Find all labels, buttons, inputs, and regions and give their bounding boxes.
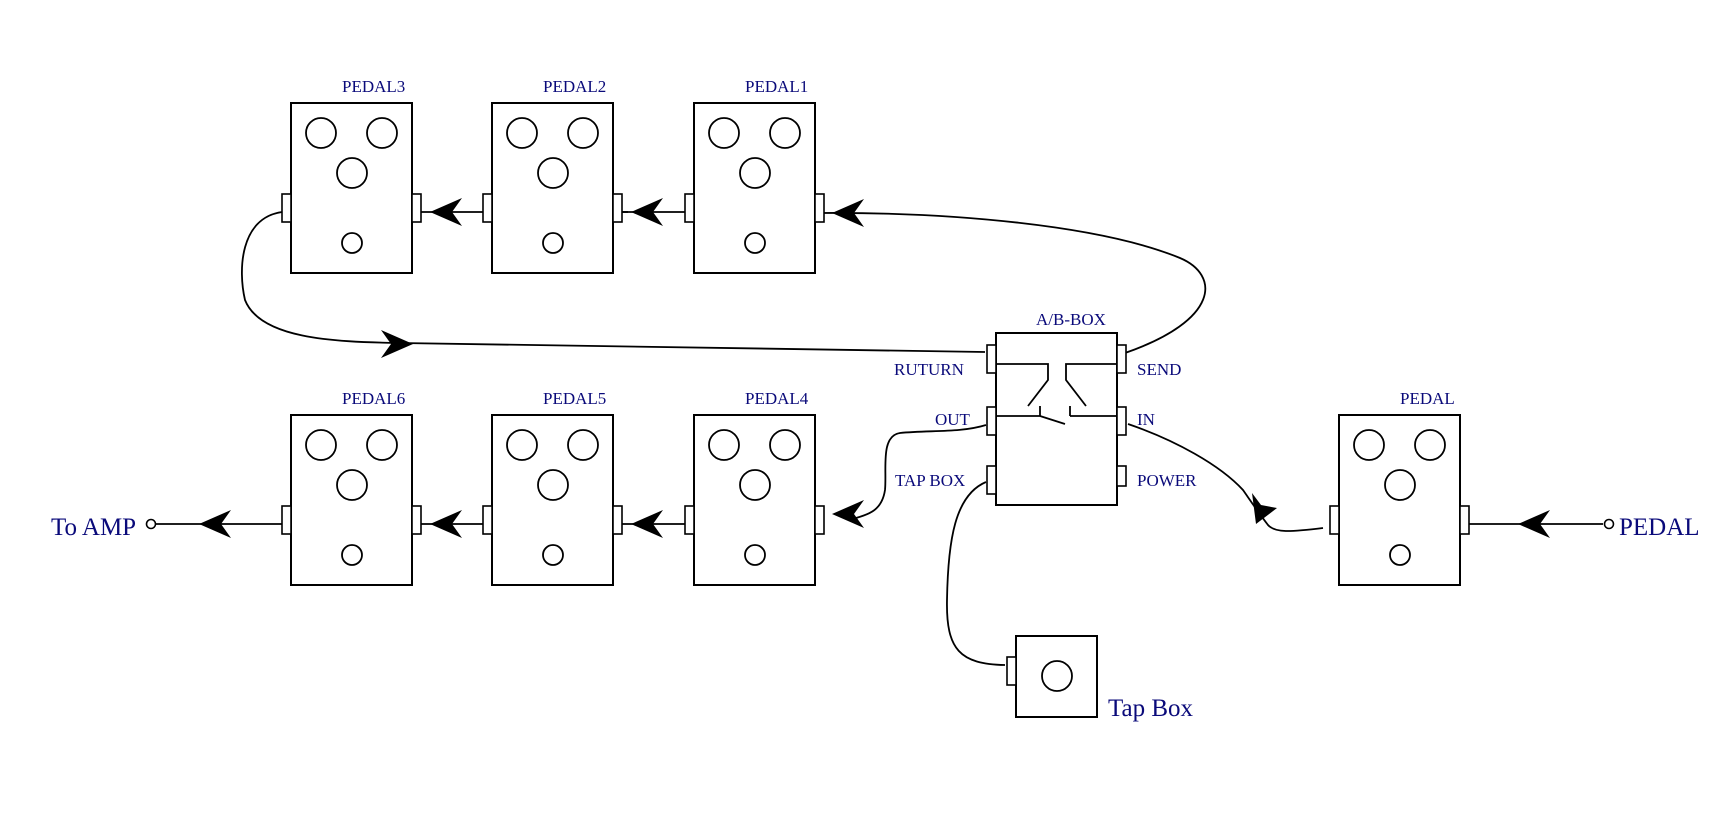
pedal3-knob-right	[366, 117, 398, 149]
input-pedal-output-jack	[1329, 505, 1340, 535]
wire-pedal3-to-return	[241, 211, 986, 353]
arrow-into-input-pedal	[1518, 510, 1550, 538]
tap-box-jack	[1006, 656, 1017, 686]
pedal6: PEDAL6	[281, 389, 422, 586]
tap-box-footswitch	[1041, 660, 1073, 692]
pedal1-knob-center	[739, 157, 771, 189]
pedal3: PEDAL3	[281, 77, 422, 274]
pedal4-output-jack	[684, 505, 695, 535]
input-pedal-knob-right	[1414, 429, 1446, 461]
pedal5-knob-center	[537, 469, 569, 501]
pedal5: PEDAL5	[482, 389, 623, 586]
arrow-into-pedal6	[430, 510, 462, 538]
ab-box-out-jack	[986, 406, 997, 436]
pedal4-led	[744, 544, 766, 566]
pedal2-output-jack	[482, 193, 493, 223]
pedal1-input-jack	[814, 193, 825, 223]
ab-box-body	[995, 332, 1118, 506]
pedal5-output-jack	[482, 505, 493, 535]
pedal2: PEDAL2	[482, 77, 623, 274]
wire-send-to-pedal1	[819, 212, 1206, 354]
ab-box-tapbox-label: TAP BOX	[895, 471, 965, 490]
tap-box-label: Tap Box	[1108, 695, 1194, 722]
ab-box-in-label: IN	[1137, 410, 1155, 429]
ab-box-power-jack	[1116, 465, 1127, 487]
input-pedal-label: PEDAL	[1400, 389, 1455, 408]
pedal1: PEDAL1	[684, 77, 825, 274]
input-pedal: PEDAL	[1329, 389, 1470, 586]
pedal5-knob-right	[567, 429, 599, 461]
arrow-into-pedal1	[832, 199, 864, 227]
ab-box-switch-symbol	[996, 363, 1117, 425]
wire-tapbox-cable	[946, 481, 1006, 666]
pedal1-output-jack	[684, 193, 695, 223]
ab-box-send-label: SEND	[1137, 360, 1181, 379]
pedal6-knob-right	[366, 429, 398, 461]
wire-pedal-to-in	[1127, 423, 1324, 532]
pedal5-knob-left	[506, 429, 538, 461]
pedal4: PEDAL4	[684, 389, 825, 586]
pedal3-knob-center	[336, 157, 368, 189]
pedal4-knob-left	[708, 429, 740, 461]
arrow-into-pedal2	[631, 198, 663, 226]
pedal6-output-jack	[281, 505, 292, 535]
arrow-into-pedal4	[832, 500, 864, 528]
pedal3-label: PEDAL3	[342, 77, 405, 96]
ab-box-return-jack	[986, 344, 997, 374]
pedal2-knob-center	[537, 157, 569, 189]
pedal5-led	[542, 544, 564, 566]
pedal1-label: PEDAL1	[745, 77, 808, 96]
input-label: PEDAL	[1619, 514, 1700, 541]
arrow-to-amp	[199, 510, 231, 538]
pedal2-knob-right	[567, 117, 599, 149]
pedal3-input-jack	[411, 193, 422, 223]
pedal6-label: PEDAL6	[342, 389, 405, 408]
ab-box-return-label: RUTURN	[894, 360, 964, 379]
pedal6-led	[341, 544, 363, 566]
tap-box: Tap Box	[1006, 635, 1194, 722]
pedal-input-terminal	[1603, 518, 1615, 530]
pedal4-label: PEDAL4	[745, 389, 809, 408]
pedal4-knob-center	[739, 469, 771, 501]
pedal2-led	[542, 232, 564, 254]
arrow-toward-in	[1252, 493, 1277, 524]
pedal4-knob-right	[769, 429, 801, 461]
pedal6-knob-left	[305, 429, 337, 461]
pedal1-knob-left	[708, 117, 740, 149]
pedal3-output-jack	[281, 193, 292, 223]
ab-box-in-jack	[1116, 406, 1127, 436]
ab-box: A/B-BOX RUTURN OUT TAP BOX SEND IN POWER	[894, 310, 1197, 506]
pedal3-led	[341, 232, 363, 254]
tap-box-body	[1015, 635, 1098, 718]
input-pedal-input-jack	[1459, 505, 1470, 535]
arrow-toward-return	[381, 330, 413, 358]
to-amp-label: To AMP	[51, 514, 136, 541]
pedal5-label: PEDAL5	[543, 389, 606, 408]
pedal6-input-jack	[411, 505, 422, 535]
input-pedal-knob-center	[1384, 469, 1416, 501]
pedal5-input-jack	[612, 505, 623, 535]
ab-box-power-label: POWER	[1137, 471, 1197, 490]
input-pedal-led	[1389, 544, 1411, 566]
endpoints: To AMP PEDAL	[51, 514, 1700, 541]
wire-out-to-pedal4	[847, 424, 987, 521]
ab-box-send-jack	[1116, 344, 1127, 374]
pedal6-knob-center	[336, 469, 368, 501]
pedal1-knob-right	[769, 117, 801, 149]
pedal2-label: PEDAL2	[543, 77, 606, 96]
pedal4-input-jack	[814, 505, 825, 535]
pedal2-knob-left	[506, 117, 538, 149]
ab-box-out-label: OUT	[935, 410, 971, 429]
pedal1-led	[744, 232, 766, 254]
amp-output-terminal	[145, 518, 157, 530]
arrow-into-pedal3	[430, 198, 462, 226]
input-pedal-knob-left	[1353, 429, 1385, 461]
arrow-into-pedal5	[631, 510, 663, 538]
pedal3-knob-left	[305, 117, 337, 149]
ab-box-tapbox-jack	[986, 465, 997, 495]
pedal2-input-jack	[612, 193, 623, 223]
ab-box-title: A/B-BOX	[1036, 310, 1106, 329]
arrowheads	[199, 198, 1550, 538]
